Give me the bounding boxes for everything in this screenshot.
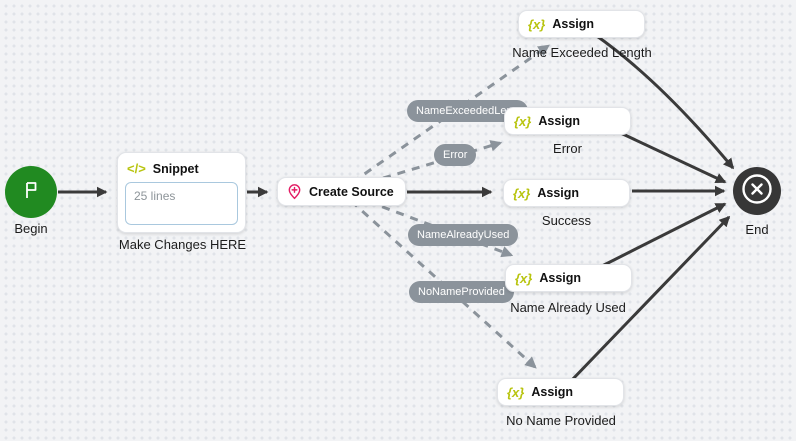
snippet-node-label: Make Changes HERE xyxy=(118,237,247,252)
edge-label-name-already-used[interactable]: NameAlreadyUsed xyxy=(408,224,519,246)
assign-node-no-name-provided[interactable]: {x} Assign xyxy=(497,378,624,406)
flag-icon xyxy=(19,178,43,207)
assign-title: Assign xyxy=(537,186,580,200)
edge-assign-no-name-provided-end[interactable] xyxy=(568,215,731,384)
end-node-label: End xyxy=(745,222,769,237)
begin-node-label: Begin xyxy=(14,221,48,236)
snippet-title: Snippet xyxy=(152,161,199,176)
assign-title: Assign xyxy=(538,114,581,128)
assign-node-label: Name Already Used xyxy=(510,300,626,315)
edge-assign-name-already-used-end[interactable] xyxy=(601,202,727,268)
assign-variable-icon: {x} xyxy=(514,113,532,129)
edge-assign-name-exceeded-end[interactable] xyxy=(593,32,735,170)
end-node[interactable] xyxy=(733,167,781,215)
code-icon: </> xyxy=(127,161,146,176)
edge-label-name-exceeded-length[interactable]: NameExceededLeng xyxy=(407,100,528,122)
assign-node-label: Name Exceeded Length xyxy=(512,45,652,60)
create-source-title: Create Source xyxy=(309,184,394,199)
assign-title: Assign xyxy=(552,17,595,31)
assign-title: Assign xyxy=(539,271,582,285)
snippet-node[interactable]: </> Snippet 25 lines xyxy=(117,152,246,233)
assign-variable-icon: {x} xyxy=(513,185,531,201)
assign-node-label: No Name Provided xyxy=(506,413,616,428)
edge-label-error[interactable]: Error xyxy=(434,144,477,166)
create-source-node[interactable]: Create Source xyxy=(277,177,406,206)
assign-variable-icon: {x} xyxy=(515,270,533,286)
assign-node-label: Success xyxy=(541,213,592,228)
assign-node-error[interactable]: {x} Assign xyxy=(504,107,631,135)
close-circle-icon xyxy=(737,169,777,214)
assign-node-name-already-used[interactable]: {x} Assign xyxy=(505,264,632,292)
snippet-line-count[interactable]: 25 lines xyxy=(125,182,238,225)
assign-node-label: Error xyxy=(553,141,582,156)
location-pin-plus-icon xyxy=(286,183,303,200)
edge-label-no-name-provided[interactable]: NoNameProvided xyxy=(409,281,514,303)
assign-node-name-exceeded-length[interactable]: {x} Assign xyxy=(518,10,645,38)
assign-variable-icon: {x} xyxy=(528,16,546,32)
assign-node-success[interactable]: {x} Assign xyxy=(503,179,630,207)
assign-variable-icon: {x} xyxy=(507,384,525,400)
begin-node[interactable] xyxy=(5,166,57,218)
assign-title: Assign xyxy=(531,385,574,399)
edge-assign-error-end[interactable] xyxy=(609,126,727,184)
